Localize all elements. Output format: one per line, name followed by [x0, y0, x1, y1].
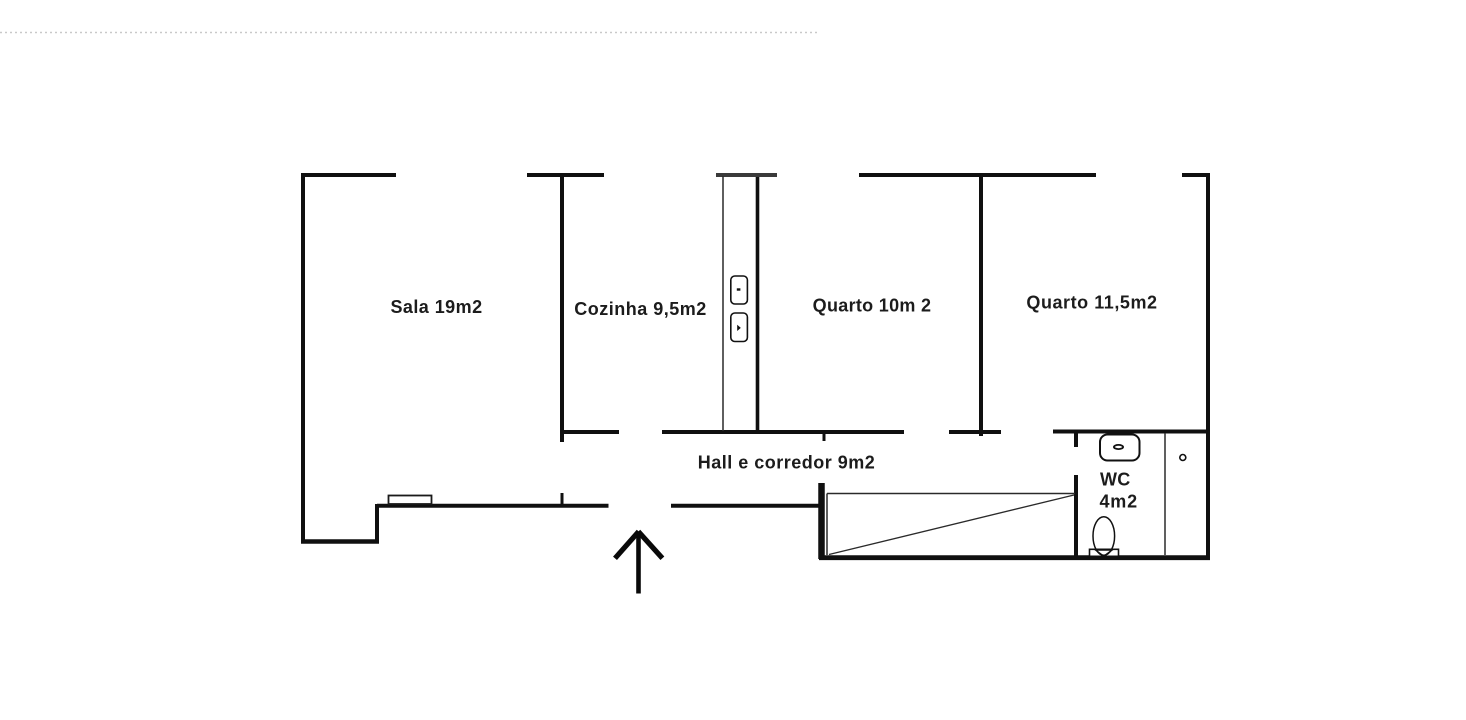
svg-text:WC: WC [1100, 470, 1131, 490]
svg-text:Quarto 10m 2: Quarto 10m 2 [813, 295, 932, 315]
svg-text:4m2: 4m2 [1100, 492, 1138, 512]
svg-text:Hall e corredor 9m2: Hall e corredor 9m2 [698, 453, 876, 473]
svg-text:Sala 19m2: Sala 19m2 [390, 297, 482, 317]
svg-text:Cozinha 9,5m2: Cozinha 9,5m2 [574, 299, 707, 319]
svg-text:Quarto 11,5m2: Quarto 11,5m2 [1026, 292, 1157, 312]
